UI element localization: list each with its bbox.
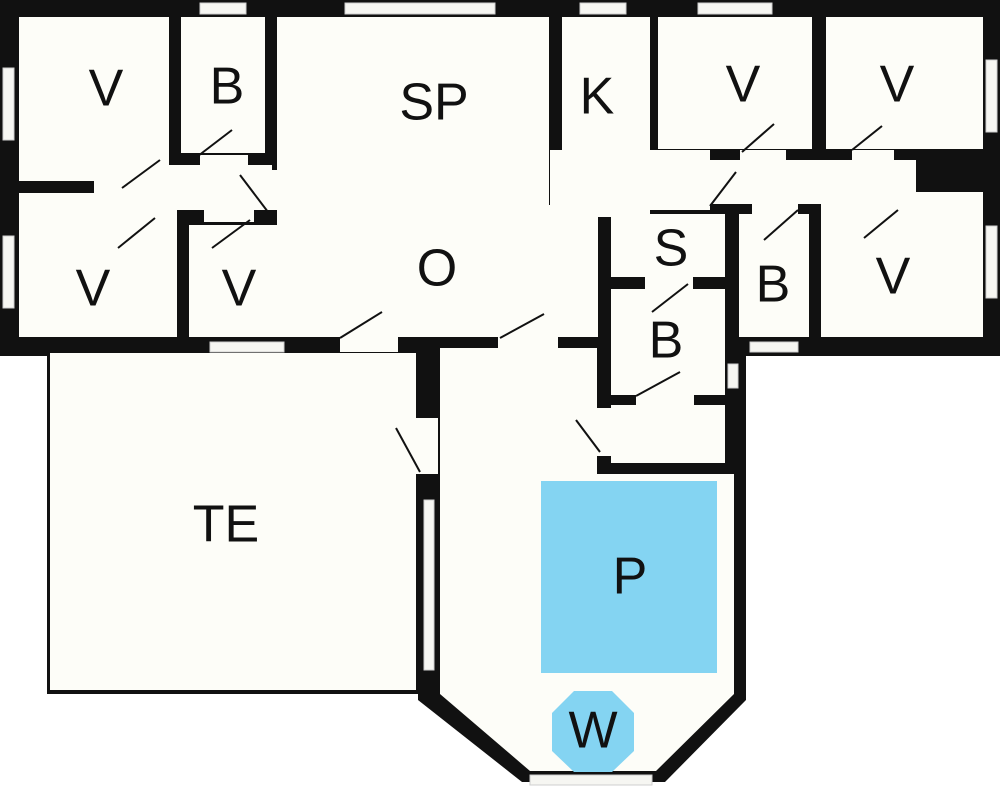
door-swing <box>121 159 161 189</box>
room-label-b1: B <box>210 58 245 116</box>
door-gap <box>200 155 248 167</box>
room-label-sp: SP <box>399 74 468 132</box>
door-swing <box>851 125 883 151</box>
door-gap <box>740 150 786 162</box>
room-floor-v5 <box>189 225 301 337</box>
door-swing <box>741 123 775 153</box>
door-gap <box>414 418 438 474</box>
room-label-b3: B <box>756 256 791 314</box>
room-label-p: P <box>613 548 648 606</box>
room-floor-o <box>277 205 598 337</box>
window <box>2 235 15 309</box>
window <box>579 2 627 15</box>
window <box>423 499 435 671</box>
window <box>529 774 653 786</box>
room-label-v5: V <box>222 260 257 318</box>
window <box>985 225 998 299</box>
window <box>344 2 496 15</box>
room-label-w: W <box>568 702 617 760</box>
door-swing <box>395 427 421 473</box>
door-swing <box>635 371 681 397</box>
window <box>985 59 998 133</box>
window <box>199 2 247 15</box>
window <box>209 341 285 353</box>
room-label-te: TE <box>193 496 259 554</box>
door-gap <box>340 336 398 352</box>
door-gap <box>108 208 158 220</box>
door-gap <box>636 395 694 407</box>
room-floor-s <box>611 214 725 277</box>
door-swing <box>117 217 156 249</box>
door-gap <box>852 204 898 216</box>
door-gap <box>645 276 693 290</box>
door-gap <box>752 204 798 216</box>
room-label-v6: V <box>876 248 911 306</box>
door-gap <box>852 150 894 162</box>
window <box>727 363 739 389</box>
window <box>697 2 773 15</box>
room-floor-v3 <box>826 17 983 149</box>
door-swing <box>239 174 269 213</box>
room-label-o: O <box>417 240 457 298</box>
door-swings <box>117 123 899 473</box>
window <box>2 67 15 141</box>
door-gap <box>597 408 611 456</box>
door-swing <box>339 311 383 339</box>
room-label-v1: V <box>89 60 124 118</box>
room-label-k: K <box>580 68 615 126</box>
window <box>749 341 799 353</box>
room-floor-sp <box>277 17 549 217</box>
room-label-v3: V <box>880 56 915 114</box>
door-swing <box>197 129 233 157</box>
door-swing <box>575 419 601 453</box>
room-label-v2: V <box>726 56 761 114</box>
room-label-s: S <box>654 220 689 278</box>
room-label-v4: V <box>76 260 111 318</box>
room-floor-v1 <box>19 17 169 181</box>
room-floor-corridor <box>611 405 725 463</box>
door-gap <box>112 155 160 167</box>
door-swing <box>499 313 545 339</box>
door-swing <box>763 209 799 241</box>
floors <box>19 17 983 772</box>
room-floor-b3 <box>739 214 809 337</box>
whirlpool <box>552 691 634 772</box>
door-swing <box>651 283 689 313</box>
room-floor-v2 <box>658 17 812 149</box>
door-gap <box>204 208 254 222</box>
room-labels: V B SP K V V V V O S B V B TE P W <box>76 56 915 760</box>
door-openings <box>108 150 898 474</box>
door-swing <box>211 219 251 249</box>
pool <box>541 481 717 673</box>
room-floor-v6 <box>821 192 983 337</box>
room-floor-b1 <box>181 17 265 153</box>
room-label-b2: B <box>649 312 684 370</box>
door-gap <box>270 170 280 210</box>
room-floor-te <box>50 353 416 690</box>
room-floor-o-extra <box>550 150 710 210</box>
room-floor-b2 <box>611 289 725 395</box>
door-swing <box>863 209 899 239</box>
door-swing <box>709 171 737 207</box>
door-gap <box>498 336 558 350</box>
door-gap <box>700 160 712 204</box>
